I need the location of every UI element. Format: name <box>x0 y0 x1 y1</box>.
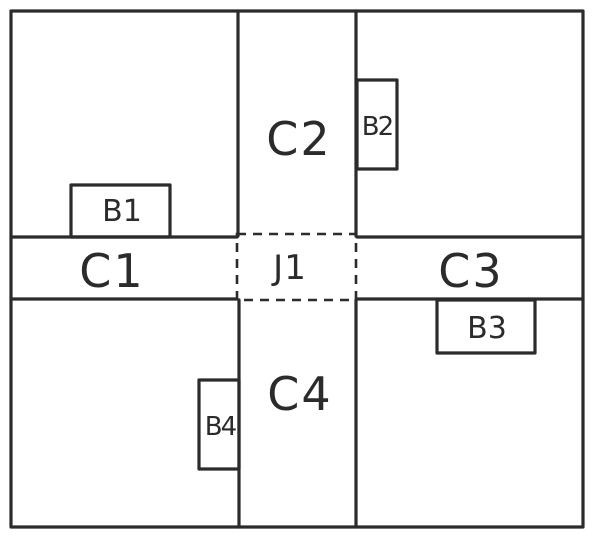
box-b3 <box>435 298 537 355</box>
box-b3-label: B3 <box>467 311 507 346</box>
box-b1 <box>69 183 172 239</box>
corridor-c4-label: C4 <box>267 367 333 421</box>
box-b2-label: B2 <box>361 112 394 142</box>
outer-frame <box>9 9 585 529</box>
box-b1-label: B1 <box>102 194 142 229</box>
box-b4-label: B4 <box>204 412 237 442</box>
corridor-c3-label: C3 <box>438 244 504 298</box>
box-b4 <box>197 378 241 471</box>
box-b2 <box>355 78 399 171</box>
junction-j1-boundary <box>235 232 358 302</box>
junction-j1-label: J1 <box>273 248 307 288</box>
corridor-c2-label: C2 <box>266 112 332 166</box>
corridor-c1-label: C1 <box>79 244 145 298</box>
